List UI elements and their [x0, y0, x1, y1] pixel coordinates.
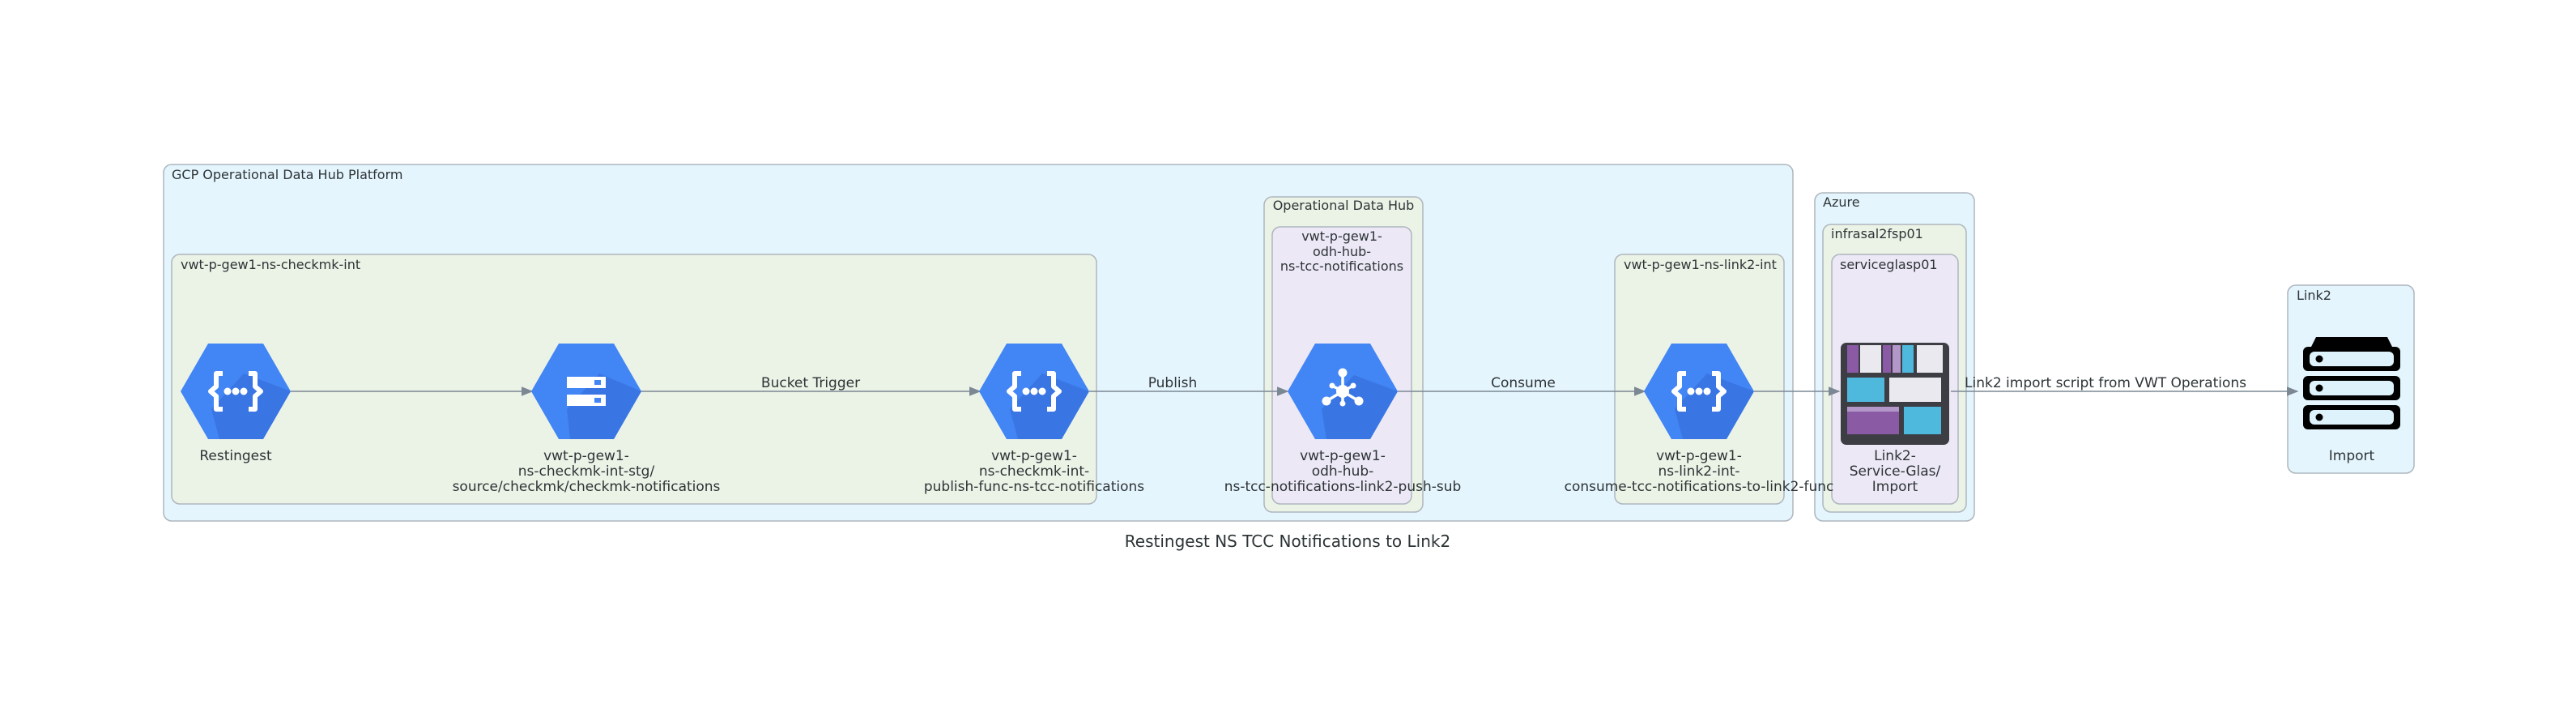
- edge-label-bucket-trigger: Bucket Trigger: [761, 375, 860, 391]
- node-import-label-1: Import: [2329, 448, 2375, 464]
- node-consume-func[interactable]: [1644, 344, 1754, 439]
- node-bucket[interactable]: [531, 344, 641, 439]
- service-bus-icon: [1841, 343, 1949, 445]
- node-bucket-label-1: vwt-p-gew1-: [543, 448, 629, 464]
- pubsub-icon: [1288, 344, 1398, 439]
- node-servicebus-label-1: Link2-: [1874, 448, 1916, 464]
- node-consume-func-label-2: ns-link2-int-: [1658, 463, 1739, 480]
- cluster-checkmk-label: vwt-p-gew1-ns-checkmk-int: [181, 257, 360, 272]
- diagram-title: Restingest NS TCC Notifications to Link2: [1125, 532, 1450, 551]
- node-publish-func-label-2: ns-checkmk-int-: [979, 463, 1089, 480]
- node-consume-func-label-1: vwt-p-gew1-: [1656, 448, 1742, 464]
- node-pubsub-label-1: vwt-p-gew1-: [1300, 448, 1386, 464]
- node-consume-func-label-3: consume-tcc-notifications-to-link2-func: [1565, 479, 1834, 495]
- cloud-functions-icon: [181, 344, 291, 439]
- cluster-gcp-label: GCP Operational Data Hub Platform: [172, 167, 402, 182]
- server-stack-icon: [2303, 337, 2400, 429]
- node-restingest-label-1: Restingest: [199, 448, 272, 464]
- node-pubsub-label-2: odh-hub-: [1312, 463, 1374, 480]
- cluster-odh-topic-label-3: ns-tcc-notifications: [1280, 258, 1403, 274]
- node-pubsub[interactable]: [1288, 344, 1398, 439]
- cloud-functions-icon: [979, 344, 1089, 439]
- cluster-link2-label: Link2: [2297, 288, 2331, 303]
- node-servicebus-label-3: Import: [1872, 479, 1918, 495]
- node-pubsub-label-3: ns-tcc-notifications-link2-push-sub: [1224, 479, 1462, 495]
- node-servicebus-label-2: Service-Glas/: [1850, 463, 1941, 480]
- node-servicebus[interactable]: [1841, 343, 1949, 445]
- cluster-odh-topic-label-2: odh-hub-: [1313, 244, 1371, 259]
- cloud-functions-icon: [1644, 344, 1754, 439]
- cluster-link2-int-label: vwt-p-gew1-ns-link2-int: [1624, 257, 1777, 272]
- edge-label-consume: Consume: [1491, 375, 1556, 391]
- cluster-azure-label: Azure: [1823, 194, 1860, 210]
- node-bucket-label-3: source/checkmk/checkmk-notifications: [453, 479, 721, 495]
- edge-label-publish: Publish: [1148, 375, 1198, 391]
- cluster-infra-label: infrasal2fsp01: [1831, 226, 1923, 241]
- cloud-storage-icon: [531, 344, 641, 439]
- cluster-odh-label: Operational Data Hub: [1273, 198, 1415, 213]
- node-publish-func-label-3: publish-func-ns-tcc-notifications: [924, 479, 1144, 495]
- node-publish-func-label-1: vwt-p-gew1-: [991, 448, 1077, 464]
- cluster-serviceglas-label: serviceglasp01: [1840, 257, 1938, 272]
- cluster-odh-topic-label-1: vwt-p-gew1-: [1301, 228, 1382, 244]
- edge-label-link2-import: Link2 import script from VWT Operations: [1965, 375, 2246, 391]
- node-publish-func[interactable]: [979, 344, 1089, 439]
- node-import[interactable]: [2303, 337, 2400, 429]
- node-bucket-label-2: ns-checkmk-int-stg/: [518, 463, 655, 480]
- node-restingest[interactable]: [181, 344, 291, 439]
